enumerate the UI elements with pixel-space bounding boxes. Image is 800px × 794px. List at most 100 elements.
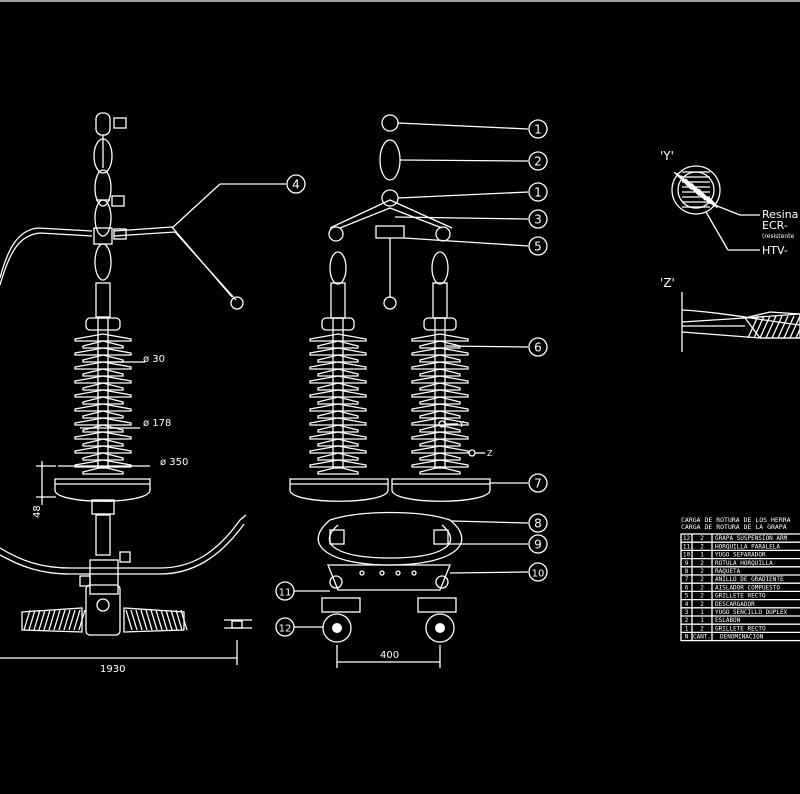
notes: CARGA DE ROTURA DE LOS HERRA CARGA DE RO… (681, 516, 791, 531)
bom-row-description: YUGO SENCILLO DUPLEX (715, 609, 788, 616)
bom-row-number: 9 (685, 560, 689, 567)
callout-circle (286, 174, 306, 194)
detail-y-title: 'Y' (660, 149, 674, 163)
bom-row-description: RAQUETA (715, 568, 741, 575)
callout-circle (528, 119, 548, 139)
insulator-shed (309, 417, 367, 426)
yoke-duplex (329, 199, 453, 229)
insulator-shed (411, 417, 469, 426)
bom-row-number: 11 (683, 543, 691, 550)
bom-row-description: ANILLO DE GRADIENTE (715, 576, 784, 583)
insulator-shed (419, 382, 461, 391)
bom-row-quantity: 1 (700, 617, 704, 624)
bom-row-description: AISLADOR COMPUESTO (715, 584, 780, 591)
insulator-shed (317, 424, 359, 433)
bom-row-number: 1 (685, 625, 689, 632)
insulator-shed (74, 445, 132, 454)
bom-row-description: GRAPA SUSPENSION ARM (715, 535, 788, 542)
conductor-bundle-bar (0, 514, 247, 569)
insulator-shed (419, 396, 461, 405)
insulator-shed (411, 375, 469, 384)
bom-row-number: 12 (683, 535, 691, 542)
callout-number: 2 (534, 155, 542, 169)
marker-z: Z (487, 449, 493, 458)
insulator-shed (74, 333, 132, 342)
marker-y: Y (458, 420, 464, 429)
callout-circle (528, 562, 548, 582)
dim-d30: ø 30 (143, 354, 165, 365)
bom-row-description: DESCARGADOR (715, 601, 755, 608)
insulator-shed (309, 347, 367, 356)
detail-y-label-resina: Resina (762, 208, 798, 221)
bom-row-description: ROTULA HORQUILLA (715, 560, 773, 567)
callout-number: 5 (534, 240, 542, 254)
callout-number: 9 (534, 538, 542, 552)
callout-number: 3 (534, 213, 542, 227)
note-line2: CARGA DE ROTURA DE LA GRAPA (681, 523, 787, 531)
bom-row-description: GRILLETE RECTO (715, 593, 766, 600)
dim-d178: ø 178 (143, 418, 171, 429)
bom-row-number: 8 (685, 568, 689, 575)
detail-z: 'Z' (660, 276, 800, 352)
bom-row-quantity: 2 (700, 535, 704, 542)
insulator-shed (317, 368, 359, 377)
insulator-shed (419, 354, 461, 363)
insulator-shed (74, 361, 132, 370)
insulator-shed (82, 410, 124, 419)
insulator-shed (74, 403, 132, 412)
insulator-shed (317, 466, 359, 475)
insulator-shed (309, 389, 367, 398)
separator-yoke (327, 564, 451, 591)
detail-y-label-resistente: (resistente (762, 233, 794, 240)
bom-row-quantity: 2 (700, 584, 704, 591)
insulator-shed (82, 382, 124, 391)
bom-header-quantity: CANT. (693, 634, 711, 641)
front-insulator-left (309, 317, 367, 475)
callout-number: 1 (534, 123, 542, 137)
callout-number: 8 (534, 517, 542, 531)
insulator-shed (74, 389, 132, 398)
insulator-shed (419, 340, 461, 349)
insulator-shed (317, 382, 359, 391)
insulator-shed (309, 445, 367, 454)
bom-row-quantity: 2 (700, 560, 704, 567)
callout-circle (528, 473, 548, 493)
insulator-shed (82, 438, 124, 447)
front-insulator-right (411, 317, 469, 475)
callout-circle (528, 337, 548, 357)
insulator-shed (419, 466, 461, 475)
detail-y-label-htv: HTV- (762, 244, 788, 257)
insulator-shed (411, 431, 469, 440)
insulator-shed (419, 368, 461, 377)
bom-row-number: 10 (683, 552, 691, 559)
insulator-shed (317, 354, 359, 363)
insulator-shed (317, 438, 359, 447)
callout-circle (275, 617, 295, 637)
callout-number: 12 (279, 624, 292, 635)
callout-circle (528, 151, 548, 171)
clamp-right (425, 613, 455, 643)
insulator-shed (411, 459, 469, 468)
side-view-assembly: ø 30 ø 178 ø 350 48 1930 (0, 112, 252, 675)
callout-number: 4 (292, 178, 300, 192)
insulator-shed (411, 389, 469, 398)
callout-circle (528, 534, 548, 554)
insulator-shed (309, 459, 367, 468)
insulator-shed (82, 368, 124, 377)
insulator-shed (419, 438, 461, 447)
bom-row-number: 3 (685, 609, 689, 616)
insulator-shed (82, 466, 124, 475)
insulator-shed (82, 452, 124, 461)
insulator-shed (411, 445, 469, 454)
insulator-shed (317, 340, 359, 349)
bom-row-description: ESLABON (715, 617, 741, 624)
insulator-shed (419, 452, 461, 461)
callout-leaders (171, 122, 529, 628)
insulator-shed (74, 417, 132, 426)
insulator-shed (309, 361, 367, 370)
arrester-horn-right (113, 231, 237, 301)
dim-d350: ø 350 (160, 457, 188, 468)
insulator-shed (82, 340, 124, 349)
grading-ring-right (391, 478, 491, 502)
